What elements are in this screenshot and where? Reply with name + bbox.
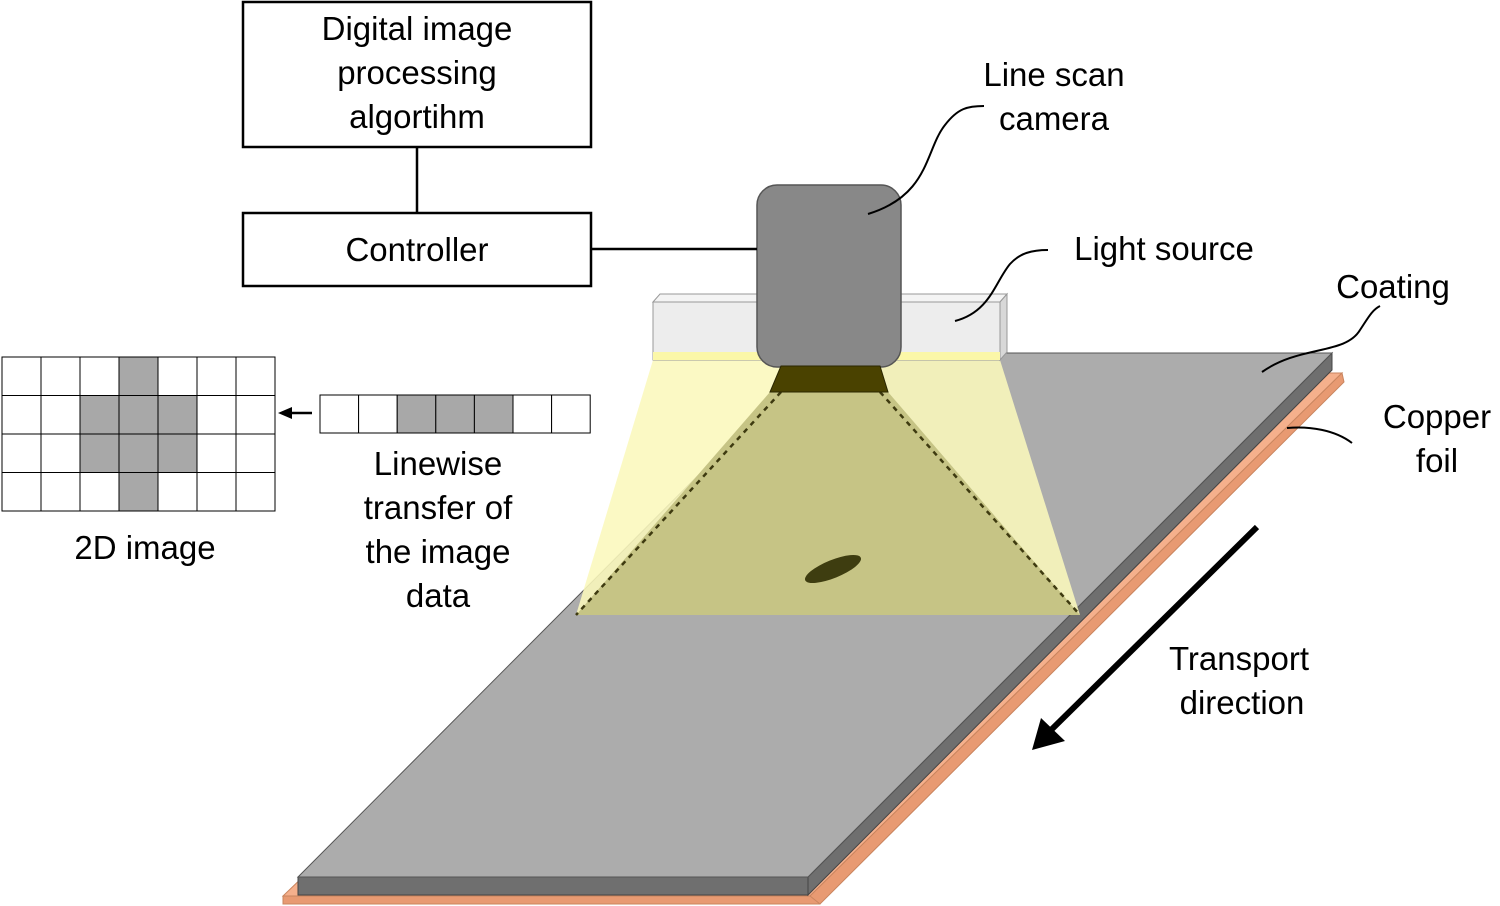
transport-label-line-1: Transport xyxy=(1169,640,1309,677)
camera-lens xyxy=(769,365,889,393)
grid-cell xyxy=(157,433,198,473)
2d-image-label: 2D image xyxy=(74,529,215,566)
coating-front-edge xyxy=(297,876,809,896)
copper-foil-side xyxy=(809,372,1345,905)
grid-cell xyxy=(40,356,81,396)
coating-leader-line xyxy=(1261,305,1381,373)
grid-cell xyxy=(235,472,276,512)
grid-cell xyxy=(235,433,276,473)
grid-cell xyxy=(79,356,120,396)
defect-spot xyxy=(804,555,862,583)
transfer-label-line-1: Linewise xyxy=(374,445,502,482)
transfer-label-line-3: the image xyxy=(366,533,511,570)
line-pixel-row xyxy=(319,394,591,434)
grid-cell xyxy=(196,395,237,435)
line-pixel xyxy=(473,394,514,434)
field-of-view-left xyxy=(575,391,782,616)
copper-foil-label-line-1: Copper xyxy=(1383,398,1491,435)
transport-label-line-2: direction xyxy=(1180,684,1305,721)
grid-cell xyxy=(1,472,42,512)
line-pixel xyxy=(512,394,553,434)
line-pixel xyxy=(396,394,437,434)
grid-cell xyxy=(235,395,276,435)
grid-cell xyxy=(196,472,237,512)
grid-cell xyxy=(157,395,198,435)
grid-cell xyxy=(79,472,120,512)
transfer-label-line-4: data xyxy=(406,577,471,614)
grid-cell xyxy=(79,395,120,435)
grid-cell xyxy=(118,395,159,435)
2d-image-grid xyxy=(1,356,276,512)
controller-label: Controller xyxy=(345,231,488,268)
coating-label: Coating xyxy=(1336,268,1450,305)
grid-cell xyxy=(157,472,198,512)
light-source-leader-line xyxy=(954,249,1049,322)
algorithm-label-line-3: algortihm xyxy=(349,98,485,135)
copper-foil-leader-line xyxy=(1286,426,1353,444)
line-pixel xyxy=(358,394,398,434)
grid-cell xyxy=(118,472,159,512)
grid-cell xyxy=(1,395,42,435)
grid-cell xyxy=(79,433,120,473)
grid-cell xyxy=(1,356,42,396)
copper-foil-label-line-2: foil xyxy=(1416,442,1458,479)
grid-cell xyxy=(196,356,237,396)
grid-cell xyxy=(118,433,159,473)
algorithm-label-line-2: processing xyxy=(337,54,497,91)
transfer-label-line-2: transfer of xyxy=(364,489,513,526)
line-pixel xyxy=(319,394,360,434)
transfer-arrowhead xyxy=(278,407,292,419)
line-pixel xyxy=(551,394,591,434)
algorithm-box xyxy=(241,0,593,149)
light-source-label: Light source xyxy=(1074,230,1254,267)
transport-arrow-shaft xyxy=(1045,524,1260,736)
grid-cell xyxy=(235,356,276,396)
grid-cell xyxy=(196,433,237,473)
grid-cell xyxy=(40,395,81,435)
transport-arrowhead xyxy=(1032,718,1065,750)
grid-cell xyxy=(118,356,159,396)
camera-leader-line xyxy=(867,105,985,215)
camera-label-line-1: Line scan xyxy=(983,56,1124,93)
light-source-bar-side xyxy=(999,292,1008,362)
camera-label-line-2: camera xyxy=(999,100,1110,137)
controller-box xyxy=(241,211,593,288)
grid-cell xyxy=(40,472,81,512)
algorithm-label-line-1: Digital image xyxy=(322,10,513,47)
copper-foil-edge xyxy=(282,895,821,905)
grid-cell xyxy=(40,433,81,473)
grid-cell xyxy=(157,356,198,396)
scan-field xyxy=(576,392,1080,615)
line-pixel xyxy=(435,394,475,434)
grid-cell xyxy=(1,433,42,473)
line-scan-camera-body xyxy=(756,184,902,368)
